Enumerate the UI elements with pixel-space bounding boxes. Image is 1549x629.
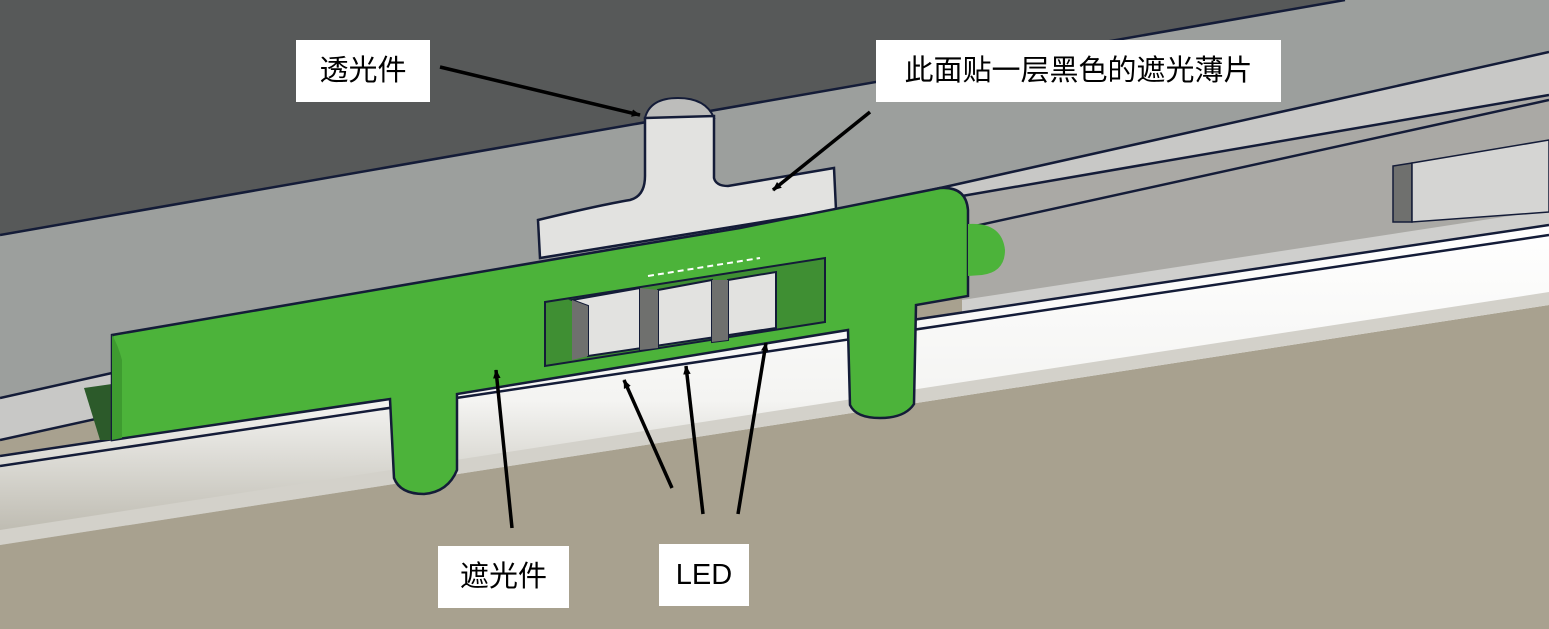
arrow-icon	[622, 379, 674, 489]
right-notch	[1392, 162, 1413, 223]
shield-right-lip	[968, 223, 1005, 276]
label-light-transmitting-part: 透光件	[296, 40, 430, 102]
led-slot-shadow	[712, 280, 728, 342]
transmit-top-cap	[643, 96, 716, 119]
right-notch-face	[1411, 139, 1549, 223]
led-slot-shadow	[572, 300, 588, 360]
light-shielding-part	[110, 186, 1005, 496]
led-slot-shadow	[640, 288, 658, 350]
arrow-icon	[736, 342, 769, 515]
label-led: LED	[659, 544, 749, 606]
arrow-icon	[771, 110, 872, 192]
label-shading-film-note: 此面贴一层黑色的遮光薄片	[876, 40, 1281, 102]
white-ledge	[0, 224, 1549, 545]
shield-body	[110, 186, 970, 496]
left-notch	[84, 384, 112, 440]
pointer-arrows	[439, 65, 872, 529]
shield-shade	[112, 335, 122, 440]
label-light-shielding-part: 遮光件	[438, 546, 569, 608]
arrow-icon	[683, 365, 705, 515]
arrow-icon	[493, 369, 514, 529]
edge-line	[961, 93, 1549, 198]
transmit-body	[536, 114, 838, 260]
led-dashed-edge	[647, 257, 761, 277]
arrow-icon	[439, 65, 641, 117]
light-transmitting-part	[536, 96, 838, 260]
edge-line	[0, 233, 1549, 468]
led-pocket	[544, 256, 826, 368]
ledge-lower-shade	[0, 292, 1549, 545]
